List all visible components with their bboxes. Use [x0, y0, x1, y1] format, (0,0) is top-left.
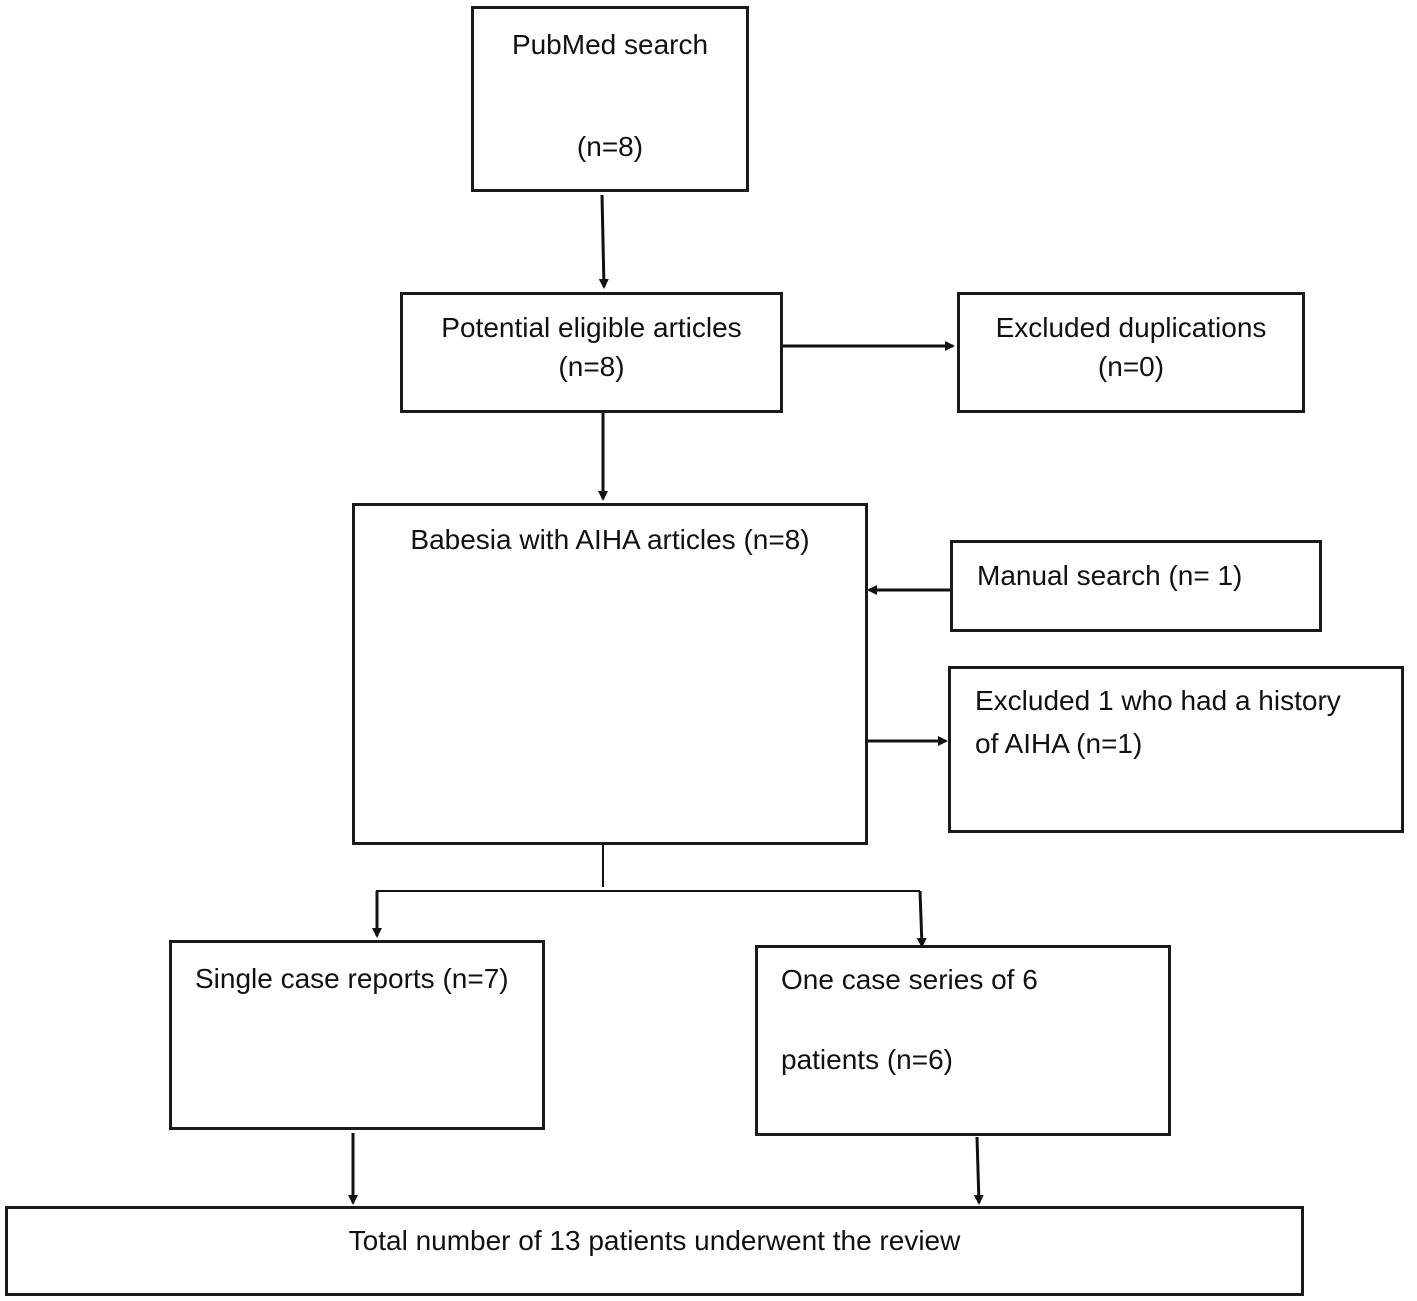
pubmed-search-box: PubMed search (n=8) — [471, 6, 749, 192]
case-series-line1: One case series of 6 — [781, 964, 1038, 995]
excluded-history-box: Excluded 1 who had a history of AIHA (n=… — [948, 666, 1404, 833]
case-series-box: One case series of 6 patients (n=6) — [755, 945, 1171, 1136]
total-patients-title: Total number of 13 patients underwent th… — [348, 1225, 961, 1256]
babesia-aiha-box: Babesia with AIHA articles (n=8) — [352, 503, 868, 845]
arrow-series-to-total — [973, 1136, 984, 1205]
manual-search-box: Manual search (n= 1) — [950, 540, 1322, 632]
pubmed-search-title: PubMed search — [511, 29, 709, 60]
excluded-history-line2: of AIHA (n=1) — [975, 728, 1143, 759]
excluded-duplications-box: Excluded duplications (n=0) — [957, 292, 1305, 413]
potential-eligible-count: (n=8) — [558, 351, 625, 382]
arrow-pubmed-to-potential — [598, 194, 609, 289]
excluded-duplications-count: (n=0) — [1097, 351, 1165, 382]
potential-eligible-box: Potential eligible articles (n=8) — [400, 292, 783, 413]
total-patients-box: Total number of 13 patients underwent th… — [5, 1206, 1304, 1296]
excluded-duplications-title: Excluded duplications — [995, 312, 1267, 343]
case-series-line2: patients (n=6) — [781, 1044, 953, 1075]
excluded-history-line1: Excluded 1 who had a history — [975, 685, 1341, 716]
arrow-split-to-series — [916, 890, 927, 948]
potential-eligible-title: Potential eligible articles — [441, 312, 742, 343]
single-case-reports-title: Single case reports (n=7) — [195, 963, 509, 994]
single-case-reports-box: Single case reports (n=7) — [169, 940, 545, 1130]
pubmed-search-count: (n=8) — [576, 131, 644, 162]
manual-search-title: Manual search (n= 1) — [977, 560, 1243, 591]
babesia-aiha-title: Babesia with AIHA articles (n=8) — [410, 524, 810, 555]
